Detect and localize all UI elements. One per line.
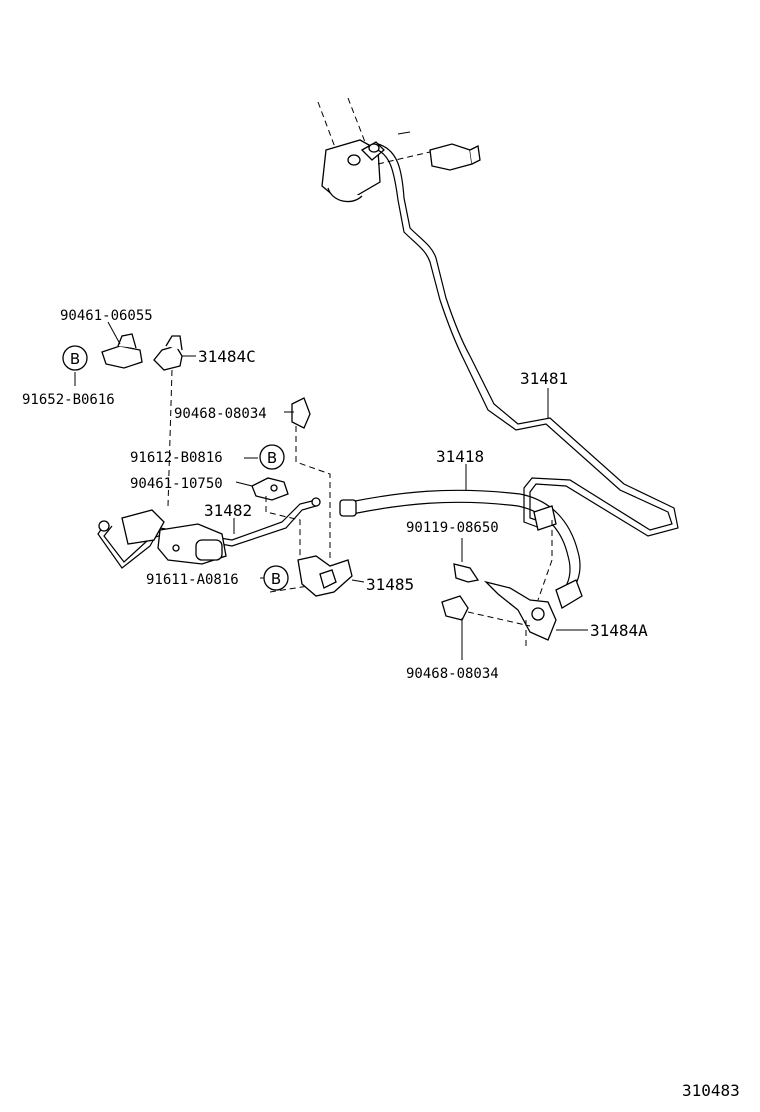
clamp-90461-10750 xyxy=(251,477,289,501)
label-91612-b0816: 91612-B0816 xyxy=(130,450,223,466)
label-31485: 31485 xyxy=(366,575,414,594)
flexible-hose-31418 xyxy=(339,489,583,609)
label-90468-08034-top: 90468-08034 xyxy=(174,406,267,422)
label-31418: 31418 xyxy=(436,447,484,466)
svg-text:B: B xyxy=(271,570,281,588)
slave-cylinder-31482 xyxy=(97,497,321,569)
clamp-90461-06055 xyxy=(101,345,143,369)
figure-number: 310483 xyxy=(682,1081,740,1100)
label-31484a: 31484A xyxy=(590,621,648,640)
label-91652-b0616: 91652-B0616 xyxy=(22,392,115,408)
label-90461-06055: 90461-06055 xyxy=(60,308,153,324)
clip-90468-08034-bottom xyxy=(441,595,469,621)
bracket-31484c xyxy=(153,345,183,371)
master-cylinder xyxy=(317,97,481,203)
symbol-b-3: B xyxy=(263,565,289,591)
label-31481: 31481 xyxy=(520,369,568,388)
label-31482: 31482 xyxy=(204,501,252,520)
clutch-tube-31481 xyxy=(368,143,679,537)
symbol-b-2: B xyxy=(259,444,285,470)
label-91611-a0816: 91611-A0816 xyxy=(146,572,239,588)
label-31484c: 31484C xyxy=(198,347,256,366)
label-90461-10750: 90461-10750 xyxy=(130,476,223,492)
svg-text:B: B xyxy=(267,449,277,467)
symbol-b-1: B xyxy=(62,345,88,371)
bolt-90119-08650 xyxy=(453,563,480,583)
label-90119-08650: 90119-08650 xyxy=(406,520,499,536)
dashed-installation-lines xyxy=(167,369,553,650)
bracket-31484a xyxy=(483,580,557,641)
clip-90468-08034-top xyxy=(291,397,311,429)
svg-text:B: B xyxy=(70,350,80,368)
label-leader-lines xyxy=(74,321,549,579)
label-90468-08034-bottom: 90468-08034 xyxy=(406,666,499,682)
